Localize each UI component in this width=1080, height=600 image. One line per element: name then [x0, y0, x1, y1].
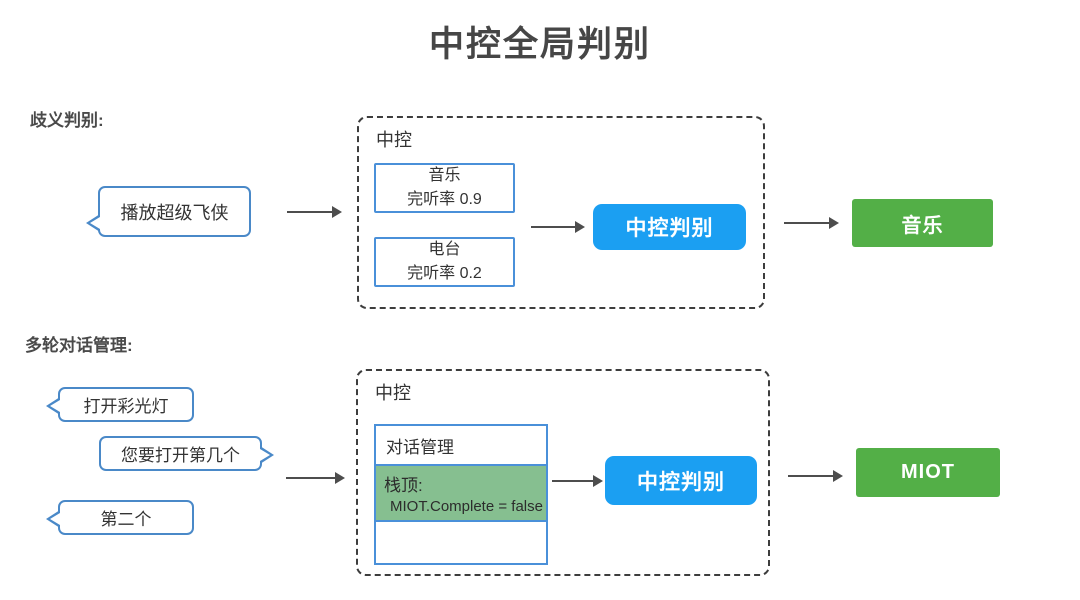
candidate-box-music: 音乐 完听率 0.9 — [374, 163, 515, 213]
decision-button-dialog: 中控判别 — [605, 456, 757, 505]
candidate-name: 音乐 — [428, 167, 461, 184]
page-title: 中控全局判别 — [428, 25, 651, 64]
controller-label: 中控 — [376, 130, 412, 150]
speech-bubble-text: 打开彩光灯 — [83, 397, 169, 416]
arrow-right-icon — [287, 206, 342, 218]
decision-button-ambiguity: 中控判别 — [593, 204, 746, 250]
arrow-right-icon — [788, 470, 843, 482]
candidate-name: 电台 — [428, 241, 461, 258]
speech-bubble-user-turn1: 打开彩光灯 — [46, 387, 194, 422]
speech-bubble-text: 第二个 — [100, 510, 152, 529]
speech-bubble-user-turn2: 第二个 — [46, 500, 194, 535]
dialog-manager-table: 对话管理 栈顶: MIOT.Complete = false — [374, 424, 548, 565]
speech-bubble-text: 您要打开第几个 — [121, 446, 240, 465]
stack-top-value: MIOT.Complete = false — [390, 498, 543, 515]
section-label-ambiguity: 歧义判别: — [30, 111, 104, 130]
candidate-box-radio: 电台 完听率 0.2 — [374, 237, 515, 287]
candidate-metric: 完听率 0.9 — [407, 191, 482, 208]
stack-top-label: 栈顶: — [384, 476, 423, 495]
result-box-miot: MIOT — [856, 448, 1000, 497]
dialog-manager-header: 对话管理 — [386, 437, 454, 457]
speech-bubble-play-request: 播放超级飞侠 — [86, 186, 251, 237]
bubble-tail-left-icon — [86, 214, 100, 232]
bubble-tail-left-icon — [46, 397, 60, 415]
arrow-right-icon — [286, 472, 345, 484]
arrow-right-icon — [531, 221, 585, 233]
stack-empty-row — [376, 522, 546, 563]
speech-bubble-system-turn: 您要打开第几个 — [99, 436, 274, 471]
bubble-tail-right-icon — [260, 446, 274, 464]
controller-container-dialog: 中控 对话管理 栈顶: MIOT.Complete = false — [356, 369, 770, 576]
controller-label: 中控 — [375, 383, 411, 403]
arrow-right-icon — [784, 217, 839, 229]
result-box-music: 音乐 — [852, 199, 993, 247]
arrow-right-icon — [552, 475, 603, 487]
section-label-dialog: 多轮对话管理: — [25, 336, 133, 355]
bubble-tail-left-icon — [46, 510, 60, 528]
candidate-metric: 完听率 0.2 — [407, 265, 482, 282]
speech-bubble-text: 播放超级飞侠 — [120, 202, 229, 223]
stack-top-row: 栈顶: MIOT.Complete = false — [376, 464, 546, 522]
